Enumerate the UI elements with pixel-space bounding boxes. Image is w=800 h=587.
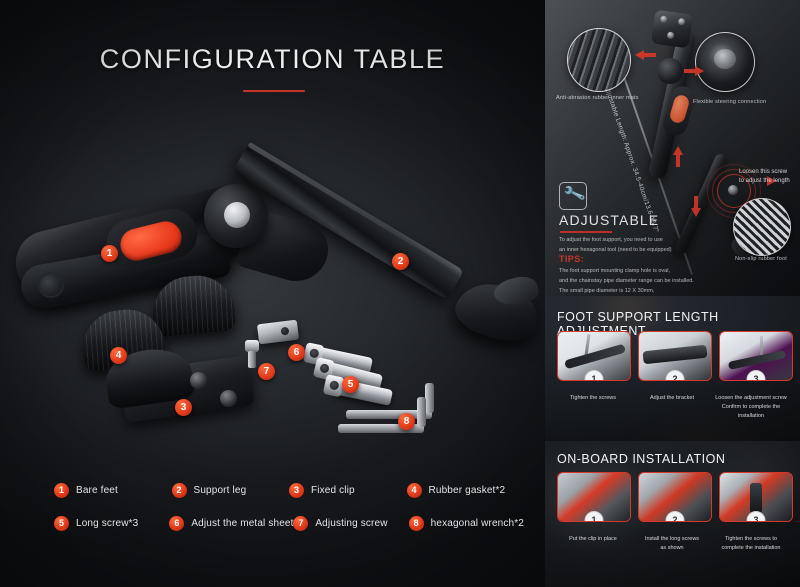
legend-number: 5 (54, 516, 69, 531)
parts-overview-panel: CONFIGURATION TABLE 1 2 3 4 (0, 0, 545, 587)
legend-row: 5 Long screw*3 6 Adjust the metal sheet … (54, 516, 524, 531)
arrow-right-tail (684, 69, 696, 73)
step-caption-3: Tighten the screws to complete the insta… (721, 536, 781, 551)
parts-legend: 1 Bare feet 2 Support leg 3 Fixed clip 4… (54, 483, 524, 549)
step-caption-1: Tighten the screws (570, 395, 616, 401)
legend-item-1: 1 Bare feet (54, 483, 172, 498)
step-card-3: 3 (719, 472, 793, 522)
legend-label: Adjusting screw (315, 518, 388, 529)
step-caption-2: Adjust the bracket (649, 395, 695, 401)
right-column: Adjustable Length: Approx. 34.5-40cm/13.… (545, 0, 800, 587)
arrow-up-tail (676, 155, 680, 167)
adjustable-subtext: To adjust the foot support, you need to … (559, 237, 672, 253)
onboard-steps: 1 2 3 (557, 472, 793, 522)
arrow-left-tail (644, 53, 656, 57)
legend-item-4: 4 Rubber gasket*2 (406, 483, 525, 498)
legend-number: 7 (293, 516, 309, 531)
pulse-ring-inner (717, 174, 751, 208)
adjustable-heading: ADJUSTABLE (559, 212, 660, 228)
callout-label-rubber-foot: Non-slip rubber foot (735, 256, 787, 262)
legend-item-8: 8 hexagonal wrench*2 (408, 516, 524, 531)
onboard-installation-section: ON-BOARD INSTALLATION 1 2 3 Put the clip… (545, 441, 800, 587)
legend-label: Bare feet (76, 485, 118, 496)
legend-item-3: 3 Fixed clip (289, 483, 407, 498)
legend-item-2: 2 Support leg (171, 483, 290, 498)
legend-item-6: 6 Adjust the metal sheet (169, 516, 293, 531)
callout-bubble-rubber-foot (733, 198, 791, 256)
legend-number: 6 (169, 516, 185, 531)
arrow-foot-icon (767, 176, 776, 186)
arrow-up-icon (673, 146, 683, 155)
adjustable-panel: Adjustable Length: Approx. 34.5-40cm/13.… (545, 0, 800, 296)
legend-label: Long screw*3 (76, 518, 139, 529)
legend-number: 3 (289, 483, 304, 498)
step-caption-3: Loosen the adjustment screw Confirm to c… (715, 395, 787, 419)
legend-label: Rubber gasket*2 (428, 485, 506, 496)
step-caption-2: Install the long screws as shown (644, 536, 700, 551)
foot-support-section: FOOT SUPPORT LENGTH ADJUSTMENT 1 2 3 Tig… (545, 296, 800, 441)
step-card-2: 2 (638, 331, 712, 381)
legend-label: Support leg (193, 485, 247, 496)
adjustable-underline (560, 231, 612, 233)
step-card-1: 1 (557, 472, 631, 522)
step-card-3: 3 (719, 331, 793, 381)
loosen-screw-note: Loosen this screw to adjust the length (739, 169, 790, 185)
arrow-down-tail (694, 196, 698, 208)
legend-number: 1 (54, 483, 69, 498)
legend-number: 8 (408, 516, 424, 531)
callout-bubble-rubber-mats (567, 28, 631, 92)
arrow-left-icon (635, 50, 644, 60)
step-caption-1: Put the clip in place (569, 536, 617, 542)
legend-row: 1 Bare feet 2 Support leg 3 Fixed clip 4… (54, 483, 524, 498)
arrow-right-icon (695, 66, 704, 76)
adjust-screw-highlight (728, 185, 738, 195)
hero-pivot-joint (657, 58, 683, 84)
legend-label: Adjust the metal sheet (191, 518, 294, 529)
wrench-icon: 🔧 (559, 182, 587, 210)
tips-heading: TIPS: (559, 254, 585, 264)
callout-label-rubber-mats: Anti-abrasion rubber inner mats (556, 95, 639, 101)
legend-number: 2 (171, 483, 187, 498)
step-card-1: 1 (557, 331, 631, 381)
legend-number: 4 (406, 483, 422, 498)
legend-item-7: 7 Adjusting screw (293, 516, 408, 531)
step-card-2: 2 (638, 472, 712, 522)
callout-bubble-steering (695, 32, 755, 92)
onboard-heading: ON-BOARD INSTALLATION (557, 452, 726, 466)
tips-body: The foot support mounting clamp hole is … (559, 268, 694, 294)
foot-support-steps: 1 2 3 (557, 331, 793, 381)
arrow-down-icon (691, 208, 701, 217)
legend-label: hexagonal wrench*2 (430, 518, 524, 529)
callout-label-steering: Flexible steering connection (693, 99, 767, 105)
legend-label: Fixed clip (311, 485, 355, 496)
hero-clamp-head (650, 9, 694, 49)
legend-item-5: 5 Long screw*3 (54, 516, 169, 531)
pulse-ring-mid (712, 169, 756, 213)
